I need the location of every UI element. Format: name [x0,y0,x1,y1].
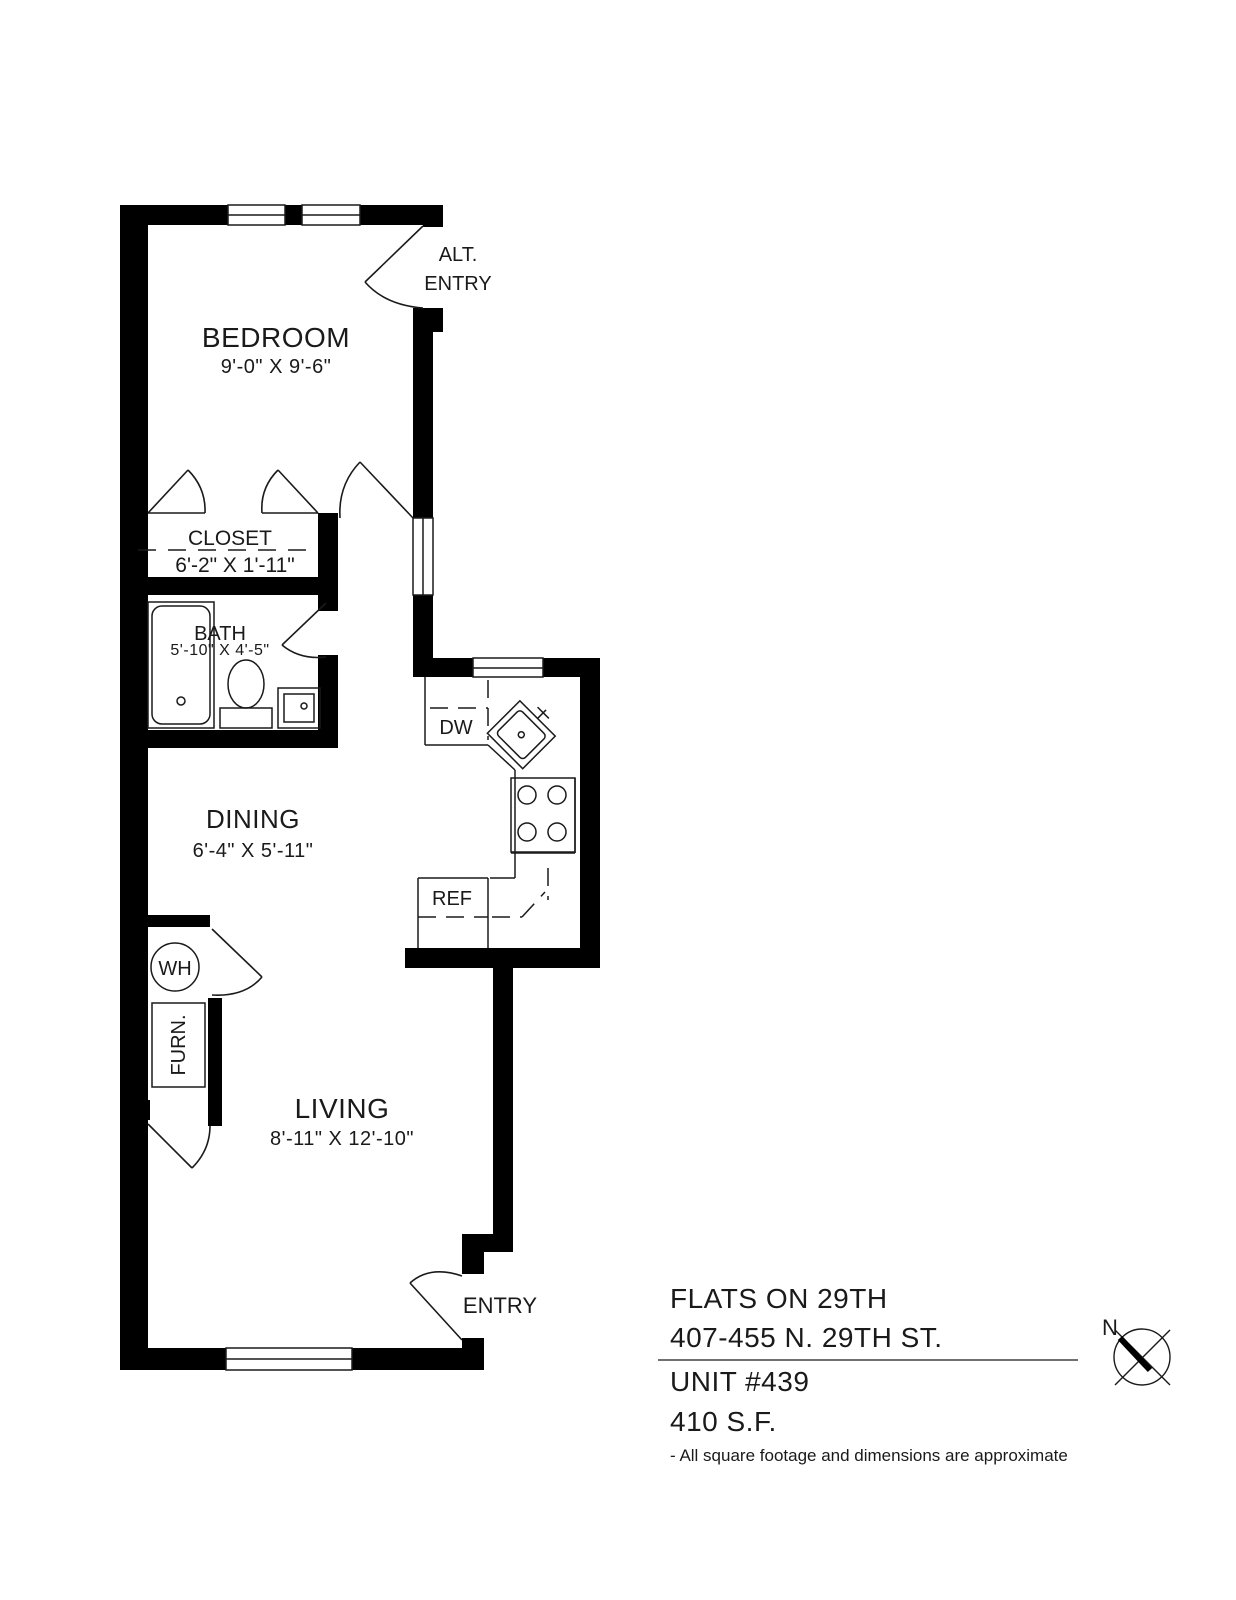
closet-doors [147,469,319,514]
disclaimer: - All square footage and dimensions are … [670,1446,1068,1465]
living-dims: 8'-11" X 12'-10" [270,1128,414,1150]
bath-sink [277,687,321,729]
closet-dims: 6'-2" X 1'-11" [175,554,294,577]
north-label: N [1102,1315,1118,1340]
kitchen-sink [486,699,557,770]
fixture-labels: ALT. ENTRY ENTRY DW REF WH FURN. [158,244,537,1318]
water-heater [150,942,200,992]
furn-closet-door [147,1123,211,1169]
bedroom-name: BEDROOM [202,322,350,353]
windows [225,204,544,1371]
alt-entry-label-1: ALT. [439,244,478,266]
bath-fixtures [147,601,321,729]
wh-closet-door [211,928,263,996]
closet-name: CLOSET [188,527,272,550]
dining-name: DINING [206,804,300,834]
dw-label: DW [439,717,472,739]
bathtub [147,601,215,729]
alt-entry-label-2: ENTRY [424,273,491,295]
property-address: 407-455 N. 29TH ST. [670,1322,943,1353]
furnace [151,1002,206,1088]
wh-label: WH [158,958,191,980]
toilet [219,659,273,729]
unit-number: UNIT #439 [670,1366,810,1397]
room-labels: BEDROOM 9'-0" X 9'-6" CLOSET 6'-2" X 1'-… [170,322,414,1150]
range [510,777,576,854]
walls [120,205,600,1370]
bath-name: BATH [194,623,246,645]
north-arrow-icon: N [1102,1315,1171,1386]
doors [147,225,463,1341]
entry-label: ENTRY [463,1293,537,1318]
dining-dims: 6'-4" X 5'-11" [193,840,314,862]
bedroom-dims: 9'-0" X 9'-6" [221,356,332,378]
bath-door [281,602,327,659]
mechanical [150,942,206,1088]
entry-door [409,1271,463,1341]
unit-area: 410 S.F. [670,1406,777,1437]
tub-drain [176,696,186,706]
ref-label: REF [432,888,472,910]
alt-entry-door [364,225,424,309]
living-name: LIVING [295,1093,390,1124]
bedroom-hall-door [339,461,414,519]
furn-label: FURN. [168,1014,190,1075]
kitchen-fixtures [417,677,576,948]
bath-dims: 5'-10" X 4'-5" [170,642,269,659]
property-name: FLATS ON 29TH [670,1283,888,1314]
